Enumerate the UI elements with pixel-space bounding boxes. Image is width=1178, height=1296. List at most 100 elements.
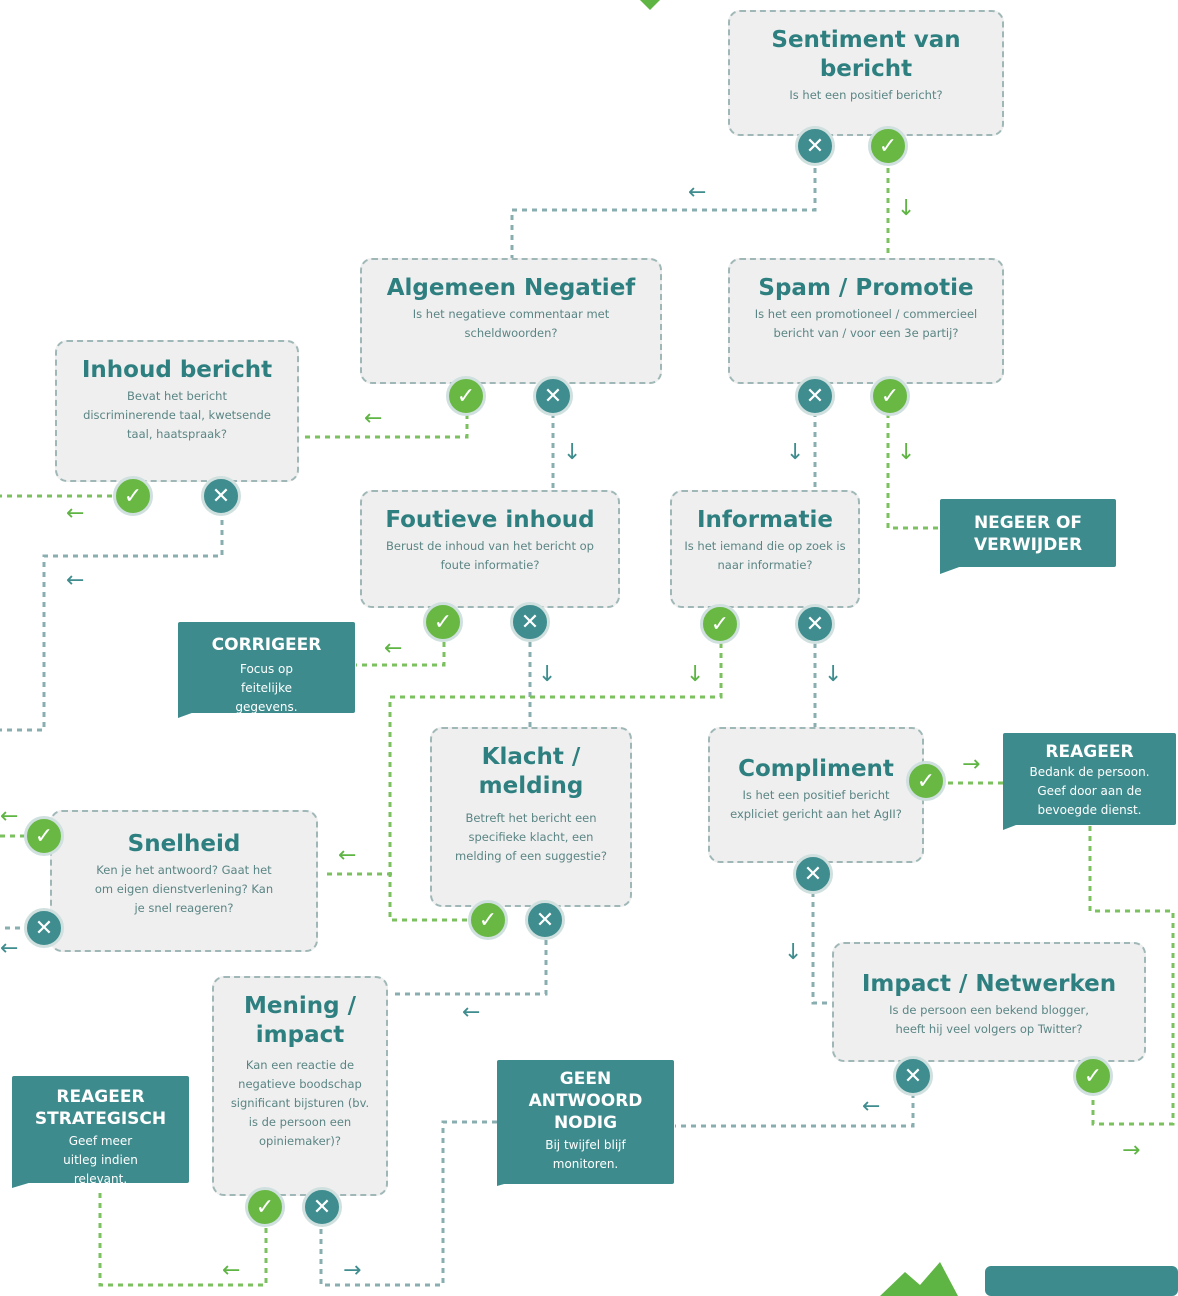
question-title: Impact / Netwerken: [861, 971, 1117, 997]
action-title: GEEN ANTWOORD NODIG: [528, 1069, 643, 1133]
action-desc: Bij twijfel blijf monitoren.: [545, 1138, 626, 1171]
arrow-down-icon: ↓: [686, 662, 705, 687]
no-button-spam[interactable]: ✕: [795, 376, 835, 416]
arrow-right-icon: →: [962, 752, 981, 777]
connector-inhoud-no: [0, 520, 224, 732]
yes-button-informatie[interactable]: ✓: [700, 604, 740, 644]
no-button-compliment[interactable]: ✕: [793, 854, 833, 894]
question-desc: Is het een promotioneel / commercieel be…: [754, 307, 978, 340]
connector-spam-yes: [886, 413, 940, 530]
question-title: Spam / Promotie: [758, 275, 974, 301]
arrow-down-icon: ↓: [786, 440, 805, 465]
yes-button-klacht[interactable]: ✓: [468, 900, 508, 940]
arrow-left-icon: ←: [462, 1000, 481, 1025]
no-button-inhoud[interactable]: ✕: [201, 476, 241, 516]
arrow-down-icon: ↓: [538, 662, 557, 687]
arrow-left-icon: ←: [0, 804, 19, 829]
no-button-snelheid[interactable]: ✕: [24, 908, 64, 948]
arrow-right-icon: →: [1122, 1138, 1141, 1163]
yes-button-spam[interactable]: ✓: [870, 376, 910, 416]
question-title: Inhoud bericht: [81, 357, 273, 383]
question-desc: Kan een reactie de negatieve boodschap s…: [230, 1058, 370, 1148]
question-desc: Is het een positief bericht?: [789, 88, 943, 102]
arrow-left-icon: ←: [364, 406, 383, 431]
no-button-algemeen[interactable]: ✕: [533, 376, 573, 416]
question-title: Foutieve inhoud: [385, 507, 595, 533]
no-button-sentiment[interactable]: ✕: [795, 126, 835, 166]
arrow-left-icon: ←: [688, 180, 707, 205]
action-title: REAGEER STRATEGISCH: [34, 1087, 167, 1129]
action-strategisch: REAGEER STRATEGISCH Geef meer uitleg ind…: [12, 1076, 189, 1186]
question-title: Klacht / melding: [478, 744, 584, 799]
question-sentiment: Sentiment van bericht Is het een positie…: [728, 10, 1004, 136]
yes-button-snelheid[interactable]: ✓: [24, 816, 64, 856]
question-impact: Impact / Netwerken Is de persoon een bek…: [832, 942, 1146, 1062]
question-title: Sentiment van bericht: [771, 27, 961, 82]
question-compliment: Compliment Is het een positief bericht e…: [708, 727, 924, 863]
arrow-down-icon: ↓: [897, 440, 916, 465]
arrow-down-icon: ↓: [824, 662, 843, 687]
action-corrigeer: CORRIGEER Focus op feitelijke gegevens.: [178, 622, 355, 714]
arrow-down-icon: ↓: [563, 440, 582, 465]
arrow-right-icon: →: [343, 1258, 362, 1283]
no-button-mening[interactable]: ✕: [302, 1187, 342, 1227]
question-desc: Berust de inhoud van het bericht op fout…: [386, 539, 594, 572]
question-desc: Bevat het bericht discriminerende taal, …: [83, 389, 271, 441]
yes-button-sentiment[interactable]: ✓: [868, 126, 908, 166]
no-button-impact[interactable]: ✕: [893, 1056, 933, 1096]
connector-sentiment-no: [510, 168, 817, 258]
arrow-left-icon: ←: [384, 636, 403, 661]
connector-foutieve-yes: [356, 642, 446, 667]
action-desc: Bedank de persoon. Geef door aan de bevo…: [1029, 765, 1150, 817]
yes-button-algemeen[interactable]: ✓: [446, 376, 486, 416]
question-foutieve: Foutieve inhoud Berust de inhoud van het…: [360, 490, 620, 608]
arrow-down-icon: ↓: [784, 940, 803, 965]
question-title: Snelheid: [127, 831, 241, 857]
question-spam: Spam / Promotie Is het een promotioneel …: [728, 258, 1004, 384]
document-shape: [985, 1266, 1178, 1296]
connector-informatie-yes: [388, 643, 723, 922]
no-button-informatie[interactable]: ✕: [795, 604, 835, 644]
no-button-klacht[interactable]: ✕: [525, 900, 565, 940]
connector-compliment-no: [811, 892, 832, 1005]
yes-button-mening[interactable]: ✓: [245, 1187, 285, 1227]
question-desc: Ken je het antwoord? Gaat het om eigen d…: [94, 863, 274, 915]
question-desc: Is het iemand die op zoek is naar inform…: [684, 539, 846, 572]
arrow-left-icon: ←: [0, 936, 19, 961]
action-negeer: NEGEER OF VERWIJDER: [940, 499, 1116, 567]
action-desc: Geef meer uitleg indien relevant.: [63, 1134, 138, 1186]
action-title: REAGEER: [1045, 742, 1134, 762]
action-geen: GEEN ANTWOORD NODIG Bij twijfel blijf mo…: [497, 1060, 674, 1184]
question-title: Informatie: [696, 507, 834, 533]
action-desc: Focus op feitelijke gegevens.: [235, 662, 298, 714]
question-informatie: Informatie Is het iemand die op zoek is …: [670, 490, 860, 608]
connector-klacht-no: [390, 940, 548, 996]
yes-button-impact[interactable]: ✓: [1073, 1056, 1113, 1096]
question-klacht: Klacht / melding Betreft het bericht een…: [430, 727, 632, 907]
question-desc: Betreft het bericht een specifieke klach…: [455, 811, 607, 863]
yes-button-foutieve[interactable]: ✓: [423, 602, 463, 642]
arrow-down-icon: ↓: [897, 196, 916, 221]
question-mening: Mening / impact Kan een reactie de negat…: [212, 976, 388, 1196]
question-title: Algemeen Negatief: [386, 275, 636, 301]
question-title: Compliment: [738, 756, 894, 782]
connector-mening-yes: [98, 1188, 268, 1287]
action-title: NEGEER OF VERWIJDER: [973, 513, 1083, 555]
question-desc: Is het een positief bericht expliciet ge…: [730, 788, 902, 821]
question-title: Mening / impact: [244, 993, 356, 1048]
arrow-left-icon: ←: [222, 1258, 241, 1283]
question-inhoud: Inhoud bericht Bevat het bericht discrim…: [55, 340, 299, 482]
connector-reageer-down: [1088, 826, 1175, 1126]
action-reageer: REAGEER Bedank de persoon. Geef door aan…: [1003, 733, 1176, 825]
connector-algemeen-yes: [300, 414, 469, 439]
logo-shape: [880, 1262, 958, 1296]
arrow-left-icon: ←: [862, 1094, 881, 1119]
arrow-left-icon: ←: [338, 843, 357, 868]
no-button-foutieve[interactable]: ✕: [510, 602, 550, 642]
question-desc: Is de persoon een bekend blogger, heeft …: [889, 1003, 1089, 1036]
question-desc: Is het negatieve commentaar met scheldwo…: [412, 307, 610, 340]
action-title: CORRIGEER: [211, 635, 322, 655]
yes-button-inhoud[interactable]: ✓: [113, 476, 153, 516]
question-snelheid: Snelheid Ken je het antwoord? Gaat het o…: [50, 810, 318, 952]
yes-button-compliment[interactable]: ✓: [906, 761, 946, 801]
